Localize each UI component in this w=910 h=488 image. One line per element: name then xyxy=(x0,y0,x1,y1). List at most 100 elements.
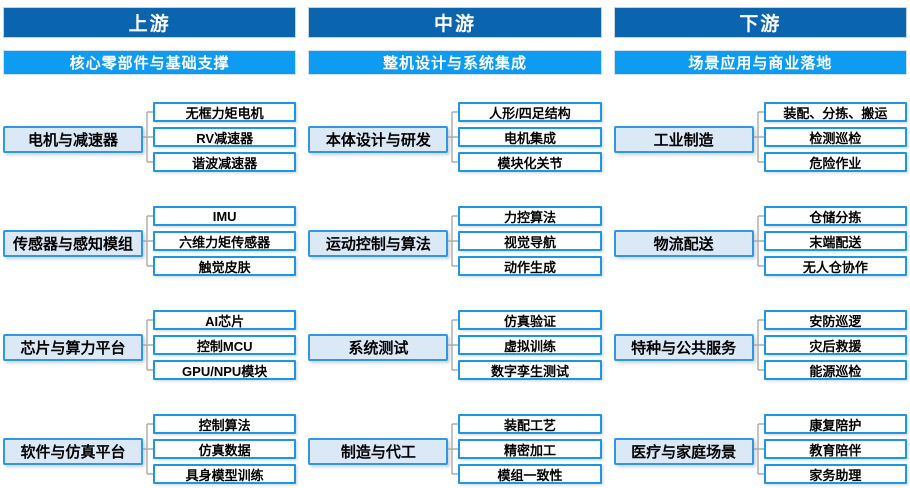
item-box: 控制MCU xyxy=(153,335,297,355)
bracket-connector-lines xyxy=(448,215,459,267)
bracket-connector-lines xyxy=(143,423,153,475)
column-header-midstream: 中游 xyxy=(308,7,602,38)
item-box: 装配工艺 xyxy=(458,414,602,434)
group-row: 特种与公共服务安防巡逻灾后救援能源巡检 xyxy=(613,310,907,385)
item-box: 数字孪生测试 xyxy=(458,360,602,380)
category-wrap: 物流配送 xyxy=(613,206,754,281)
category-box: 芯片与算力平台 xyxy=(3,334,143,361)
bracket-connector-lines xyxy=(753,319,764,371)
item-box: 精密加工 xyxy=(458,439,602,459)
item-list: 人形/四足结构电机集成模块化关节 xyxy=(458,102,602,177)
item-box: GPU/NPU模块 xyxy=(153,360,297,380)
item-box: 仓储分拣 xyxy=(763,206,907,226)
item-box: 具身模型训练 xyxy=(153,464,297,484)
category-wrap: 特种与公共服务 xyxy=(613,310,754,385)
group-row: 本体设计与研发人形/四足结构电机集成模块化关节 xyxy=(308,102,602,177)
item-box: 模块化关节 xyxy=(458,152,602,172)
column-header-downstream: 下游 xyxy=(613,7,907,38)
connector xyxy=(448,102,459,177)
connector xyxy=(143,102,153,177)
bracket-connector-lines xyxy=(143,319,153,371)
column-subheader-midstream: 整机设计与系统集成 xyxy=(308,50,602,75)
item-box: 谐波减速器 xyxy=(153,152,297,172)
connector xyxy=(143,206,153,281)
bracket-connector-lines xyxy=(143,215,153,267)
category-box: 本体设计与研发 xyxy=(308,126,449,153)
item-box: 模组一致性 xyxy=(458,464,602,484)
category-box: 电机与减速器 xyxy=(3,126,143,153)
column-header-upstream: 上游 xyxy=(3,7,297,38)
category-box: 制造与代工 xyxy=(308,438,449,465)
item-box: 人形/四足结构 xyxy=(458,102,602,122)
category-wrap: 软件与仿真平台 xyxy=(3,414,143,488)
bracket-connector-lines xyxy=(753,111,764,163)
category-wrap: 运动控制与算法 xyxy=(308,206,449,281)
category-wrap: 系统测试 xyxy=(308,310,449,385)
column-subheader-upstream: 核心零部件与基础支撑 xyxy=(3,50,297,75)
group-row: 传感器与感知模组 IMU 六维力矩传感器触觉皮肤 xyxy=(3,206,297,281)
item-box: 危险作业 xyxy=(763,152,907,172)
connector xyxy=(753,310,764,385)
item-list: 康复陪护教育陪伴家务助理 xyxy=(763,414,907,488)
bracket-connector-lines xyxy=(753,423,764,475)
connector xyxy=(753,206,764,281)
item-list: 仓储分拣末端配送无人仓协作 xyxy=(763,206,907,281)
bracket-connector-lines xyxy=(143,111,153,163)
bracket-connector-lines xyxy=(448,111,459,163)
item-box: 仿真数据 xyxy=(153,439,297,459)
connector xyxy=(448,310,459,385)
item-box: 六维力矩传感器 xyxy=(153,231,297,251)
category-box: 物流配送 xyxy=(613,230,754,257)
group-row: 制造与代工装配工艺精密加工模组一致性 xyxy=(308,414,602,488)
bracket-connector-lines xyxy=(753,215,764,267)
connector xyxy=(143,414,153,488)
category-box: 运动控制与算法 xyxy=(308,230,449,257)
item-box: 电机集成 xyxy=(458,127,602,147)
item-box: 家务助理 xyxy=(763,464,907,484)
item-list: 力控算法视觉导航动作生成 xyxy=(458,206,602,281)
column-midstream: 中游整机设计与系统集成本体设计与研发人形/四足结构电机集成模块化关节运动控制与算… xyxy=(308,7,602,488)
group-row: 医疗与家庭场景康复陪护教育陪伴家务助理 xyxy=(613,414,907,488)
item-box: 教育陪伴 xyxy=(763,439,907,459)
group-row: 运动控制与算法力控算法视觉导航动作生成 xyxy=(308,206,602,281)
category-box: 医疗与家庭场景 xyxy=(613,438,754,465)
item-box: 动作生成 xyxy=(458,256,602,276)
item-box: 触觉皮肤 xyxy=(153,256,297,276)
item-box: 末端配送 xyxy=(763,231,907,251)
item-list: IMU 六维力矩传感器触觉皮肤 xyxy=(153,206,297,281)
item-box: 视觉导航 xyxy=(458,231,602,251)
group-row: 芯片与算力平台 AI芯片控制MCU GPU/NPU模块 xyxy=(3,310,297,385)
column-downstream: 下游场景应用与商业落地工业制造装配、分拣、搬运检测巡检危险作业物流配送仓储分拣末… xyxy=(613,7,907,488)
item-box: 虚拟训练 xyxy=(458,335,602,355)
category-wrap: 本体设计与研发 xyxy=(308,102,449,177)
group-row: 工业制造装配、分拣、搬运检测巡检危险作业 xyxy=(613,102,907,177)
item-box: 无人仓协作 xyxy=(763,256,907,276)
item-box: IMU xyxy=(153,206,297,226)
item-list: 仿真验证虚拟训练数字孪生测试 xyxy=(458,310,602,385)
item-list: 控制算法仿真数据具身模型训练 xyxy=(153,414,297,488)
category-box: 工业制造 xyxy=(613,126,754,153)
category-box: 软件与仿真平台 xyxy=(3,438,143,465)
item-box: 检测巡检 xyxy=(763,127,907,147)
category-wrap: 传感器与感知模组 xyxy=(3,206,143,281)
category-wrap: 电机与减速器 xyxy=(3,102,143,177)
category-wrap: 医疗与家庭场景 xyxy=(613,414,754,488)
item-box: 仿真验证 xyxy=(458,310,602,330)
connector xyxy=(143,310,153,385)
item-box: 无框力矩电机 xyxy=(153,102,297,122)
category-wrap: 工业制造 xyxy=(613,102,754,177)
item-box: 灾后救援 xyxy=(763,335,907,355)
item-list: AI芯片控制MCU GPU/NPU模块 xyxy=(153,310,297,385)
category-box: 系统测试 xyxy=(308,334,449,361)
item-box: AI芯片 xyxy=(153,310,297,330)
item-list: 装配、分拣、搬运检测巡检危险作业 xyxy=(763,102,907,177)
item-list: 装配工艺精密加工模组一致性 xyxy=(458,414,602,488)
connector xyxy=(753,414,764,488)
item-box: 康复陪护 xyxy=(763,414,907,434)
item-box: 控制算法 xyxy=(153,414,297,434)
category-wrap: 制造与代工 xyxy=(308,414,449,488)
bracket-connector-lines xyxy=(448,319,459,371)
